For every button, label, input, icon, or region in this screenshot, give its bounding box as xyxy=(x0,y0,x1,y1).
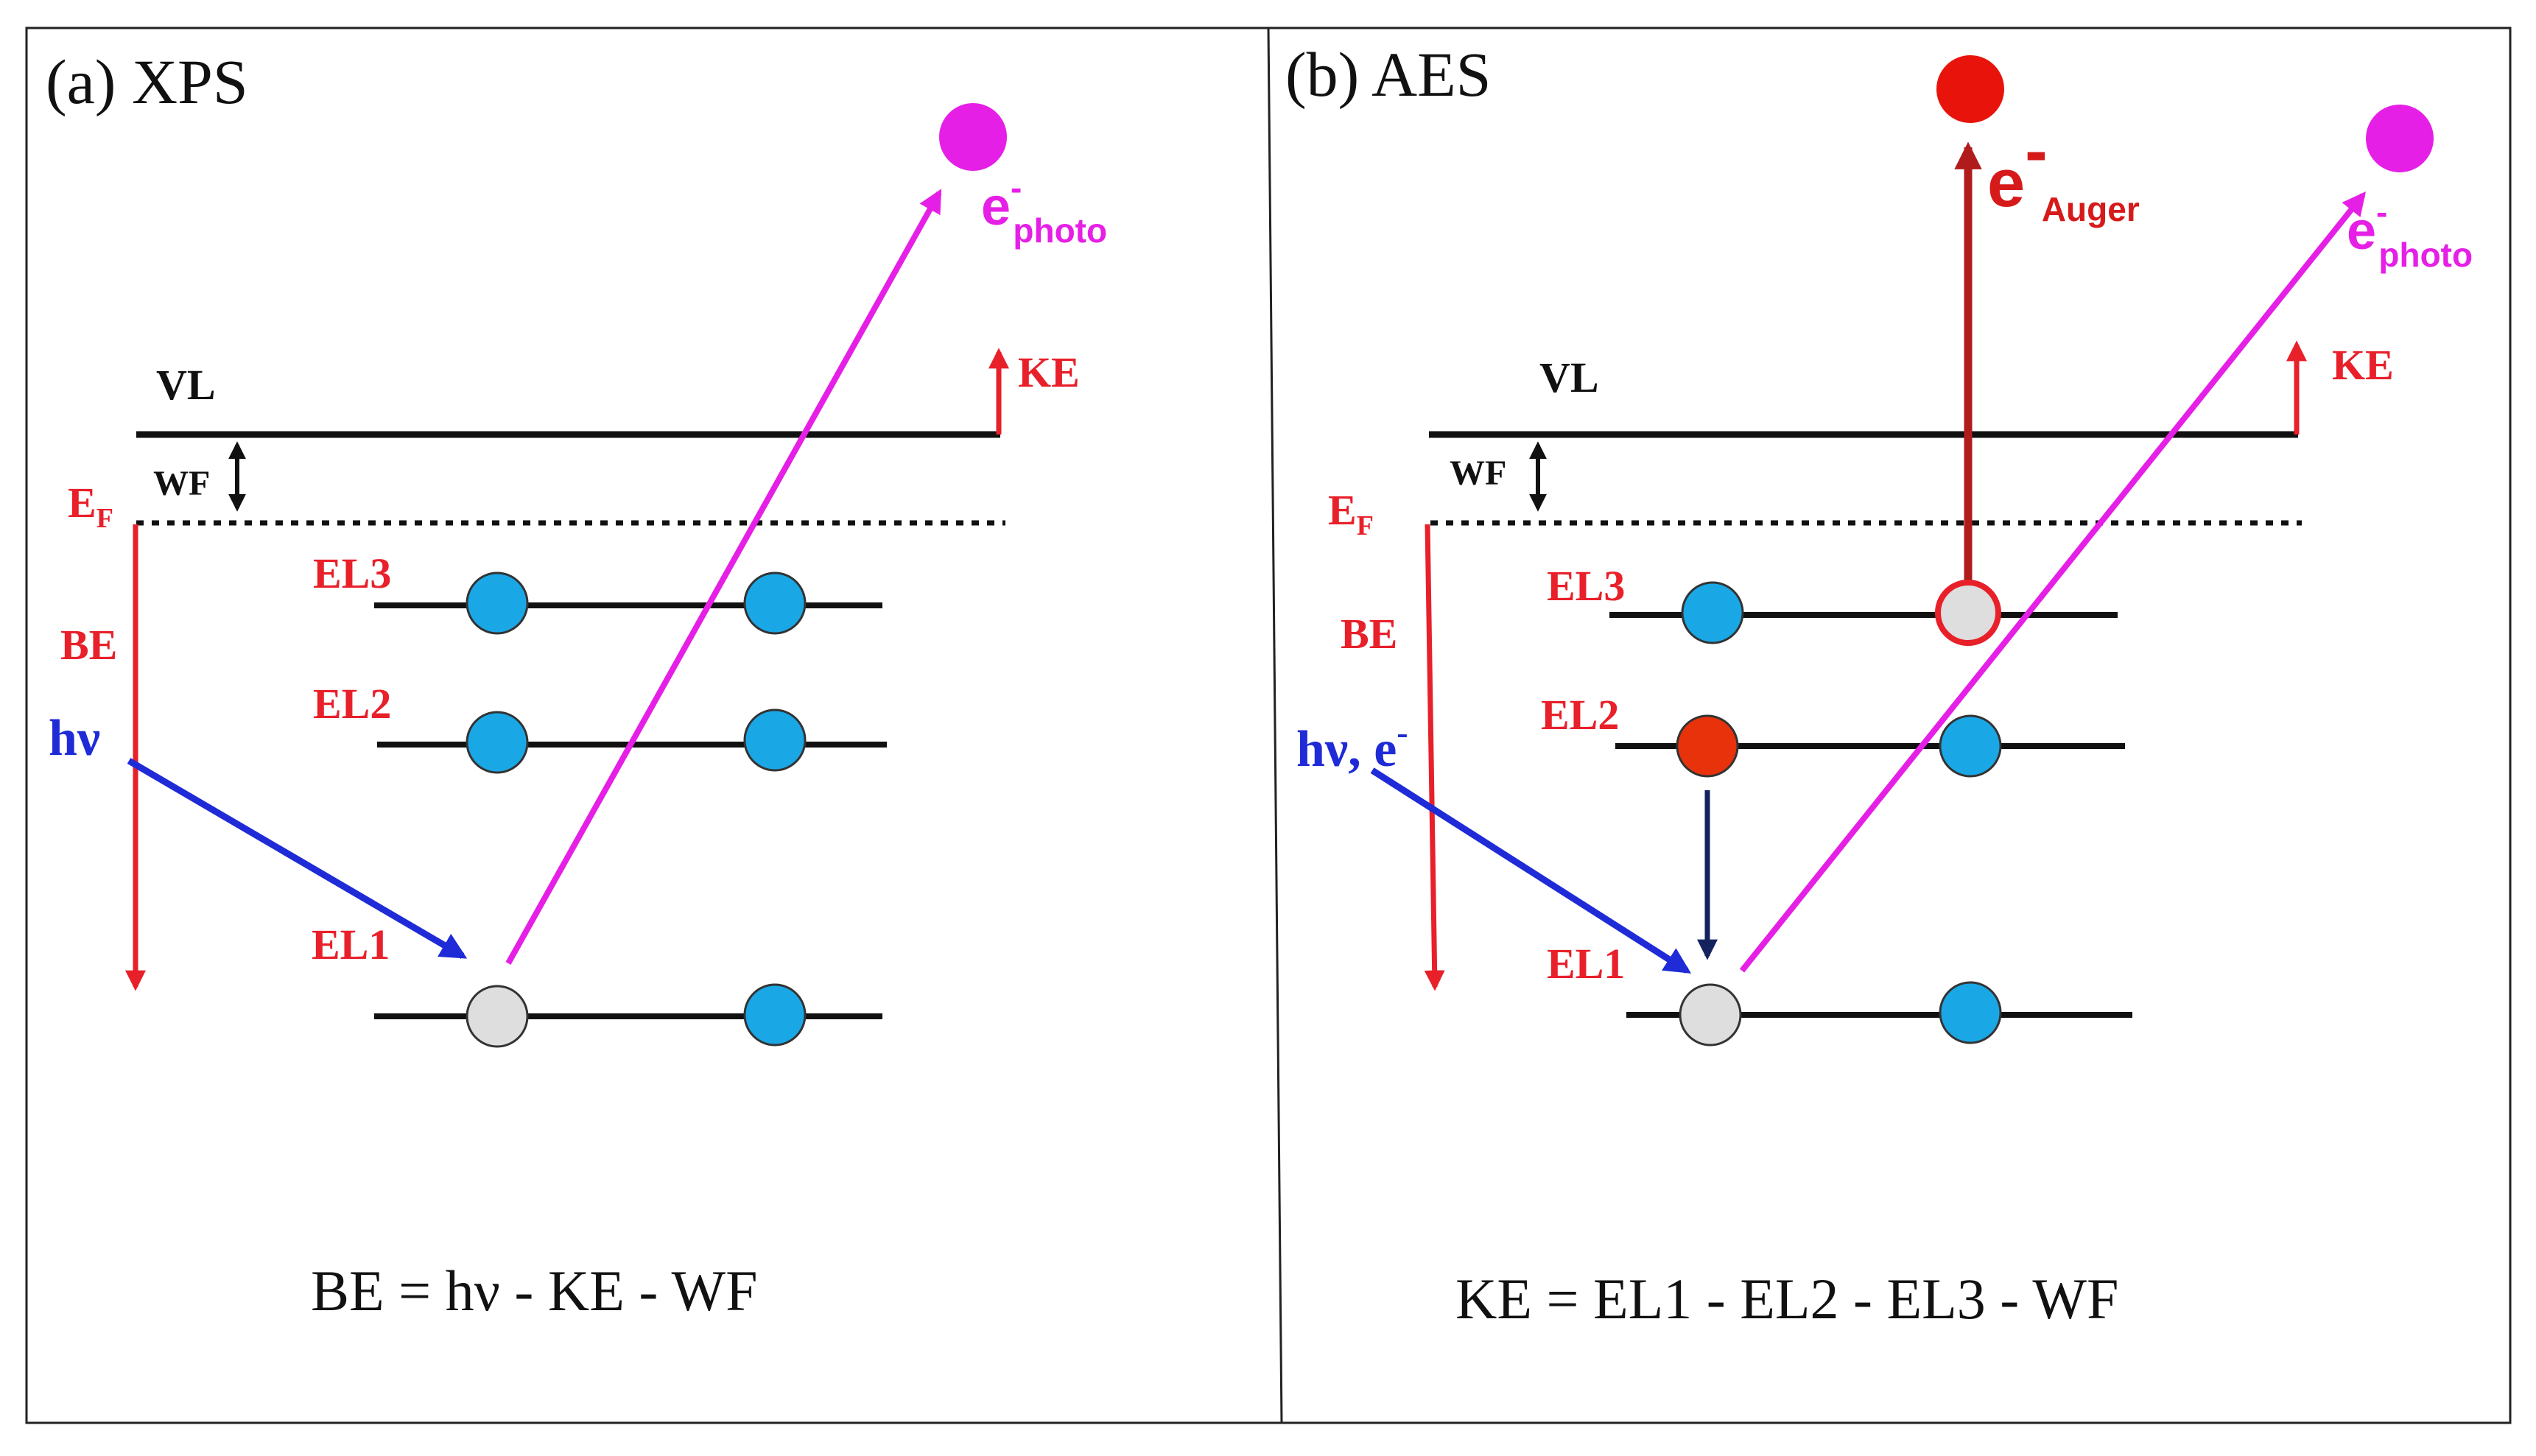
kinetic-energy-label: KE xyxy=(1018,348,1080,396)
fermi-level-subscript: F xyxy=(1357,510,1374,541)
photon-label: hν xyxy=(49,710,100,767)
emitted-auger-electron xyxy=(1936,55,2004,123)
electron-el1-right xyxy=(743,983,807,1047)
photoelectron-superscript: - xyxy=(2376,193,2387,231)
electron-el2-filling xyxy=(1676,714,1739,778)
emitted-photoelectron xyxy=(939,103,1007,171)
core-hole-el1 xyxy=(1679,983,1742,1047)
excitation-text: hν, e xyxy=(1296,721,1397,778)
excitation-arrow xyxy=(1370,767,1692,974)
panel-a-xps: (a) XPS VL KE WF EF BE hν EL3 EL2 EL1 xyxy=(46,46,1107,1323)
aes-equation: KE = EL1 - EL2 - EL3 - WF xyxy=(1455,1267,2118,1331)
photon-arrow xyxy=(127,758,468,959)
kinetic-energy-label: KE xyxy=(2332,341,2394,389)
fermi-level-symbol: E xyxy=(68,479,96,527)
photoelectron-symbol: e xyxy=(981,177,1011,236)
work-function-label: WF xyxy=(1450,454,1506,493)
emitted-photoelectron xyxy=(2366,105,2434,172)
el3-label: EL3 xyxy=(1547,562,1625,610)
fermi-level-label: EF xyxy=(1328,486,1374,541)
electron-el3-right xyxy=(743,572,807,635)
el3-label: EL3 xyxy=(313,549,391,597)
panel-divider xyxy=(1267,27,1283,1424)
auger-electron-superscript: - xyxy=(2025,113,2048,189)
photoelectron-label: e- photo xyxy=(981,169,1107,250)
vacuum-level-label: VL xyxy=(1539,354,1599,401)
photoelectron-subscript: photo xyxy=(2378,236,2473,274)
electron-el3-left xyxy=(1681,581,1744,644)
binding-energy-arrow xyxy=(1424,524,1445,991)
photoelectron-arrow xyxy=(505,189,942,965)
electron-el2-right xyxy=(1939,714,2002,778)
electron-el2-right xyxy=(743,708,807,772)
binding-energy-label: BE xyxy=(60,621,117,669)
vacuum-level-label: VL xyxy=(156,361,216,409)
xps-equation: BE = hν - KE - WF xyxy=(311,1259,757,1323)
el2-label: EL2 xyxy=(1541,691,1619,739)
core-hole-el1 xyxy=(466,985,529,1048)
auger-electron-subscript: Auger xyxy=(2042,190,2140,228)
electron-el1-right xyxy=(1939,981,2002,1044)
panel-b-title: (b) AES xyxy=(1285,39,1492,110)
auger-electron-symbol: e xyxy=(1987,146,2025,221)
photoelectron-subscript: photo xyxy=(1013,211,1107,250)
photoelectron-superscript: - xyxy=(1011,169,1022,207)
photoelectron-symbol: e xyxy=(2347,202,2376,261)
fermi-level-label: EF xyxy=(68,479,113,534)
excitation-superscript: - xyxy=(1397,714,1408,751)
excitation-label: hν, e- xyxy=(1296,714,1408,778)
figure-frame xyxy=(25,27,2512,1424)
panel-a-title: (a) XPS xyxy=(46,46,248,117)
electron-el3-left xyxy=(466,572,529,635)
panel-b-aes: (b) AES VL KE WF EF BE hν, e- EL3 EL2 EL… xyxy=(1285,39,2473,1331)
electron-el2-left xyxy=(466,711,529,774)
work-function-label: WF xyxy=(153,464,210,503)
auger-electron-label: e-Auger xyxy=(1987,113,2140,228)
el2-label: EL2 xyxy=(313,680,391,728)
fermi-level-subscript: F xyxy=(96,503,113,534)
fermi-level-symbol: E xyxy=(1328,486,1357,534)
auger-vacancy-el3 xyxy=(1935,580,2001,646)
binding-energy-label: BE xyxy=(1341,610,1397,658)
photoelectron-arrow xyxy=(1739,191,2366,973)
el1-label: EL1 xyxy=(312,921,390,968)
el1-label: EL1 xyxy=(1547,940,1625,988)
photoelectron-label: e- photo xyxy=(2347,193,2473,274)
